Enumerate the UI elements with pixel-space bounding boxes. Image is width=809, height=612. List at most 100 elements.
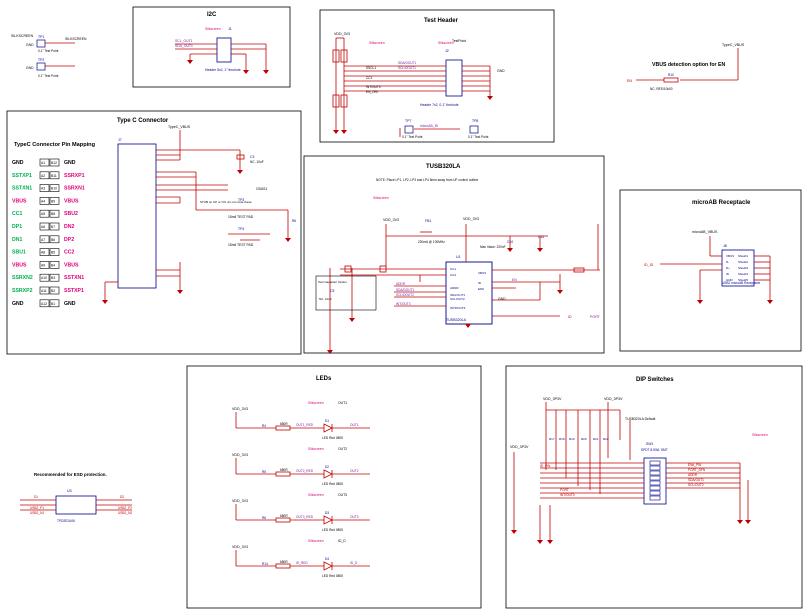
svg-text:C11: C11 (538, 235, 544, 239)
pinmap-right-box (49, 184, 60, 192)
svg-text:TP7: TP7 (405, 119, 411, 123)
svg-text:SILKSCREEN: SILKSCREEN (65, 37, 87, 41)
svg-text:GND: GND (26, 43, 34, 47)
svg-text:220mA @ 100MHz: 220mA @ 100MHz (418, 240, 445, 244)
pinmap-right-pin: B11 (51, 174, 57, 178)
svg-text:ID_PIN: ID_PIN (540, 464, 551, 468)
led-vdd-label: VDD_3V3 (232, 453, 248, 457)
led-net-label: ID_RED (296, 561, 308, 565)
svg-text:USB2_N1: USB2_N1 (30, 511, 44, 515)
svg-text:USB2_P1: USB2_P1 (30, 506, 44, 510)
svg-text:CC1: CC1 (366, 76, 373, 80)
led-resistor-ref: R4 (262, 424, 266, 428)
led-out-label: OUT3 (338, 493, 347, 497)
led-ref: D3 (325, 511, 329, 515)
led-out-label: OUT2 (338, 447, 347, 451)
pinmap-right-box (49, 171, 60, 180)
dip-section: DIP Switches VDD_3P3V VDD_3P3V VDD_3P3V … (510, 377, 768, 544)
tusb-section: TUSB320LA NOTE: Place LP1, LP2, LP3 and … (315, 164, 601, 354)
svg-text:Shield4: Shield4 (738, 272, 748, 276)
svg-text:C5: C5 (330, 289, 334, 293)
led-silk-label: Silkscreen (308, 493, 324, 497)
svg-text:U3: U3 (67, 489, 72, 493)
led-silk-label: Silkscreen (308, 401, 324, 405)
pinmap-right-pin: B4 (51, 263, 55, 267)
svg-text:USB2_P2: USB2_P2 (118, 506, 132, 510)
svg-text:Silkscreen: Silkscreen (369, 41, 385, 45)
svg-text:PORT: PORT (560, 488, 569, 492)
svg-text:0.1" Test Point: 0.1" Test Point (38, 74, 59, 78)
svg-text:SW1: SW1 (646, 442, 653, 446)
svg-text:TypeC_VBUS: TypeC_VBUS (722, 43, 745, 47)
svg-text:R19: R19 (569, 437, 575, 441)
pinmap-right-box (49, 261, 60, 269)
led-resistor (275, 517, 291, 523)
led-part-label: LED Red 0805 (322, 574, 343, 578)
led-out-net: OUT1 (350, 423, 359, 427)
pinmap-right-box (49, 248, 60, 256)
svg-text:R10: R10 (668, 73, 674, 77)
svg-text:0.1" Test Point: 0.1" Test Point (402, 135, 423, 139)
pinmap-right-pin: B5 (51, 251, 55, 255)
svg-text:TPD2E2U06: TPD2E2U06 (57, 519, 75, 523)
svg-text:PORT_DFN: PORT_DFN (688, 468, 706, 472)
svg-text:R18: R18 (559, 437, 565, 441)
svg-text:J2: J2 (445, 49, 449, 53)
svg-text:SSCL1: SSCL1 (366, 66, 376, 70)
svg-text:R6: R6 (292, 219, 296, 223)
pinmap-left-box (39, 184, 50, 192)
svg-text:Shield2: Shield2 (738, 260, 748, 264)
esd-section: Recommended for ESD protection. U3 TPD2E… (20, 472, 132, 523)
pinmap-right-label: DP2 (64, 237, 74, 243)
led-net-label: OUT1_RED (296, 423, 314, 427)
pinmap-left-pin: A11 (41, 289, 47, 293)
svg-text:SDA/DOUT1: SDA/DOUT1 (396, 288, 414, 292)
svg-text:D+: D+ (726, 266, 730, 270)
pinmap-right-pin: B2 (51, 289, 55, 293)
pinmap-left-box (39, 261, 50, 269)
led-resistor-ref: R5 (262, 470, 266, 474)
svg-text:EN#_PIN: EN#_PIN (688, 463, 702, 467)
svg-text:ID: ID (568, 315, 572, 319)
pinmap-left-box (39, 171, 50, 180)
svg-text:ADDR: ADDR (450, 286, 459, 290)
svg-text:R22: R22 (603, 437, 609, 441)
typec-box (6, 110, 302, 355)
led-resistor-value: 680R (280, 560, 288, 564)
svg-text:microAB_ID: microAB_ID (420, 124, 439, 128)
led-resistor (275, 425, 291, 431)
pinmap-left-pin: A3 (41, 187, 45, 191)
pinmap-left-box (39, 286, 50, 295)
led-resistor (275, 471, 291, 477)
pinmap-left-label: SSTXN1 (12, 186, 32, 192)
pinmap-right-pin: B8 (51, 212, 55, 216)
svg-text:C3: C3 (250, 155, 254, 159)
pinmap-left-label: DN1 (12, 237, 22, 243)
typec-connector-part (117, 143, 157, 289)
pinmap-left-pin: A9 (41, 263, 45, 267)
pinmap-left-pin: A1 (41, 161, 45, 165)
svg-text:microAB_VBUS: microAB_VBUS (692, 230, 718, 234)
pinmap-left-box (39, 248, 50, 256)
pinmap-right-label: DN2 (64, 224, 74, 230)
svg-text:Silkscreen: Silkscreen (752, 433, 768, 437)
pinmap-left-pin: A4 (41, 199, 45, 203)
led-silk-label: Silkscreen (308, 539, 324, 543)
svg-text:GND: GND (498, 297, 506, 301)
pinmap-right-label: SSTXN1 (64, 275, 84, 281)
led-diode-symbol (323, 423, 333, 433)
svg-text:GND: GND (26, 66, 34, 70)
pinmap-right-label: CC2 (64, 250, 74, 256)
i2c-section: I2C J1 SCL_OUT1 SDA_OUT1 Silkscreen Head… (175, 12, 269, 74)
svg-text:ID_ID: ID_ID (644, 263, 654, 267)
svg-text:INT/OUT3: INT/OUT3 (396, 302, 411, 306)
led-resistor-ref: R14 (262, 562, 268, 566)
test-header-section: Test Header VDD_3V3 TestPoint Silkscreen… (332, 18, 505, 139)
svg-text:SCL/DOUT1: SCL/DOUT1 (398, 66, 416, 70)
svg-text:CC2: CC2 (450, 273, 456, 277)
pinmap-left-box (39, 299, 50, 308)
svg-text:ID: ID (478, 281, 482, 285)
svg-text:Shield3: Shield3 (738, 266, 748, 270)
tusb-box (303, 155, 605, 354)
